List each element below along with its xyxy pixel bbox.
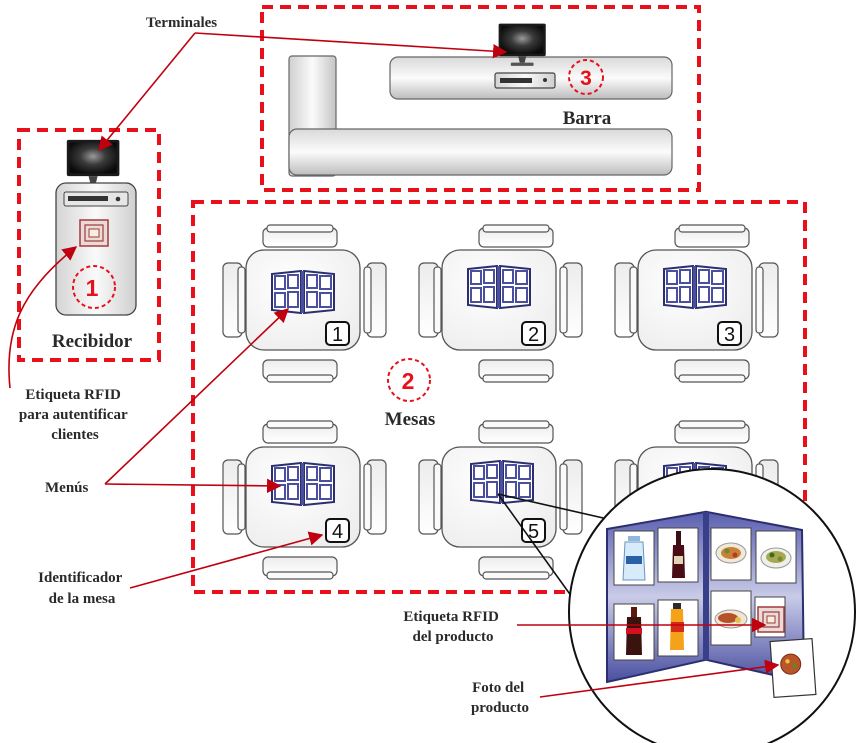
barra-zone: 3 Barra bbox=[260, 5, 701, 192]
recibidor-label: Recibidor bbox=[52, 331, 133, 352]
rfid-reader-icon bbox=[79, 219, 109, 247]
recibidor-monitor-icon bbox=[66, 139, 120, 187]
chair bbox=[614, 262, 638, 338]
arrow-terminales-barra bbox=[194, 32, 508, 59]
foto-label: Foto del producto bbox=[471, 680, 529, 716]
zone-3-number: 3 bbox=[580, 67, 592, 90]
rfid-clientes-line-2: para autentificar bbox=[19, 407, 128, 423]
chair bbox=[559, 459, 583, 535]
menus-label: Menús bbox=[45, 480, 89, 496]
product-dish-1 bbox=[710, 527, 752, 581]
menu-icon bbox=[467, 265, 531, 309]
zone-3-marker bbox=[568, 59, 604, 95]
chair bbox=[478, 556, 554, 580]
product-photo-card bbox=[769, 637, 817, 699]
chair bbox=[478, 359, 554, 383]
table-id-box bbox=[521, 321, 546, 346]
table-id-3: 3 bbox=[724, 324, 735, 346]
chair bbox=[262, 359, 338, 383]
product-dish-2 bbox=[755, 530, 797, 584]
product-dish-3 bbox=[710, 590, 752, 646]
chair bbox=[674, 359, 750, 383]
recibidor-zone: 1 Recibidor bbox=[17, 128, 161, 362]
chair bbox=[363, 459, 387, 535]
table-3: 3 bbox=[614, 224, 779, 383]
zoom-connector bbox=[497, 493, 613, 612]
identificador-line-1: Identificador bbox=[38, 570, 123, 586]
rfid-clientes-label: Etiqueta RFID para autentificar clientes bbox=[19, 387, 131, 443]
chair bbox=[478, 224, 554, 248]
chair bbox=[418, 459, 442, 535]
annotation-arrows bbox=[8, 32, 780, 698]
product-rfid-tag-icon bbox=[754, 596, 786, 638]
barra-label: Barra bbox=[563, 108, 612, 129]
zone-2-number: 2 bbox=[402, 368, 415, 394]
chair bbox=[755, 262, 779, 338]
menu-icon bbox=[470, 460, 534, 504]
arrow-terminales-recibidor bbox=[98, 32, 196, 152]
table-id-2: 2 bbox=[528, 324, 539, 346]
identificador-label: Identificador de la mesa bbox=[38, 570, 126, 607]
chair bbox=[262, 420, 338, 444]
rfid-producto-line-1: Etiqueta RFID bbox=[403, 609, 499, 625]
table-id-4: 4 bbox=[332, 521, 343, 543]
chair bbox=[559, 262, 583, 338]
zone-1-number: 1 bbox=[86, 275, 99, 301]
mesas-zone-border bbox=[191, 200, 807, 594]
zone-1-marker bbox=[72, 265, 116, 309]
chair bbox=[222, 459, 246, 535]
chair bbox=[262, 556, 338, 580]
rfid-clientes-line-3: clientes bbox=[51, 427, 99, 443]
barra-zone-border bbox=[260, 5, 701, 192]
bar-counter-long bbox=[288, 128, 673, 176]
chair bbox=[222, 262, 246, 338]
terminales-label: Terminales bbox=[146, 15, 217, 31]
table-id-box bbox=[717, 321, 742, 346]
product-water bbox=[613, 530, 655, 586]
chair bbox=[674, 224, 750, 248]
chair bbox=[674, 420, 750, 444]
menu-icon bbox=[271, 270, 335, 314]
table-id-box bbox=[325, 321, 350, 346]
table-2: 2 bbox=[418, 224, 583, 383]
table-id-box bbox=[325, 518, 350, 543]
arrow-foto bbox=[539, 659, 780, 698]
recibidor-zone-border bbox=[17, 128, 161, 362]
rfid-clientes-line-1: Etiqueta RFID bbox=[25, 387, 121, 403]
arrow-menus-2 bbox=[104, 478, 282, 494]
chair bbox=[478, 420, 554, 444]
foto-line-1: Foto del bbox=[472, 680, 524, 696]
chair bbox=[363, 262, 387, 338]
zone-2-marker bbox=[387, 358, 431, 402]
recibidor-kiosk-icon bbox=[55, 182, 137, 316]
table-4: 4 bbox=[222, 420, 387, 580]
table-1: 1 bbox=[222, 224, 387, 383]
chair bbox=[262, 224, 338, 248]
chair bbox=[418, 262, 442, 338]
product-cola bbox=[613, 603, 655, 661]
product-juice bbox=[657, 599, 699, 657]
table-id-5: 5 bbox=[528, 521, 539, 543]
product-wine bbox=[657, 527, 699, 583]
arrow-menus-1 bbox=[104, 308, 290, 485]
menu-icon bbox=[271, 462, 335, 506]
table-5: 5 bbox=[418, 420, 583, 580]
menu-icon bbox=[663, 265, 727, 309]
mesas-label: Mesas bbox=[385, 409, 436, 430]
arrow-identificador bbox=[129, 531, 324, 589]
identificador-line-2: de la mesa bbox=[49, 591, 116, 607]
table-id-1: 1 bbox=[332, 324, 343, 346]
rfid-producto-line-2: del producto bbox=[413, 629, 494, 645]
rfid-producto-label: Etiqueta RFID del producto bbox=[403, 609, 502, 645]
barra-terminal-cpu-icon bbox=[494, 72, 556, 89]
menu-zoom bbox=[497, 468, 856, 743]
foto-line-2: producto bbox=[471, 700, 529, 716]
big-menu-spine bbox=[703, 512, 709, 660]
arrow-rfid-clientes bbox=[8, 246, 78, 389]
